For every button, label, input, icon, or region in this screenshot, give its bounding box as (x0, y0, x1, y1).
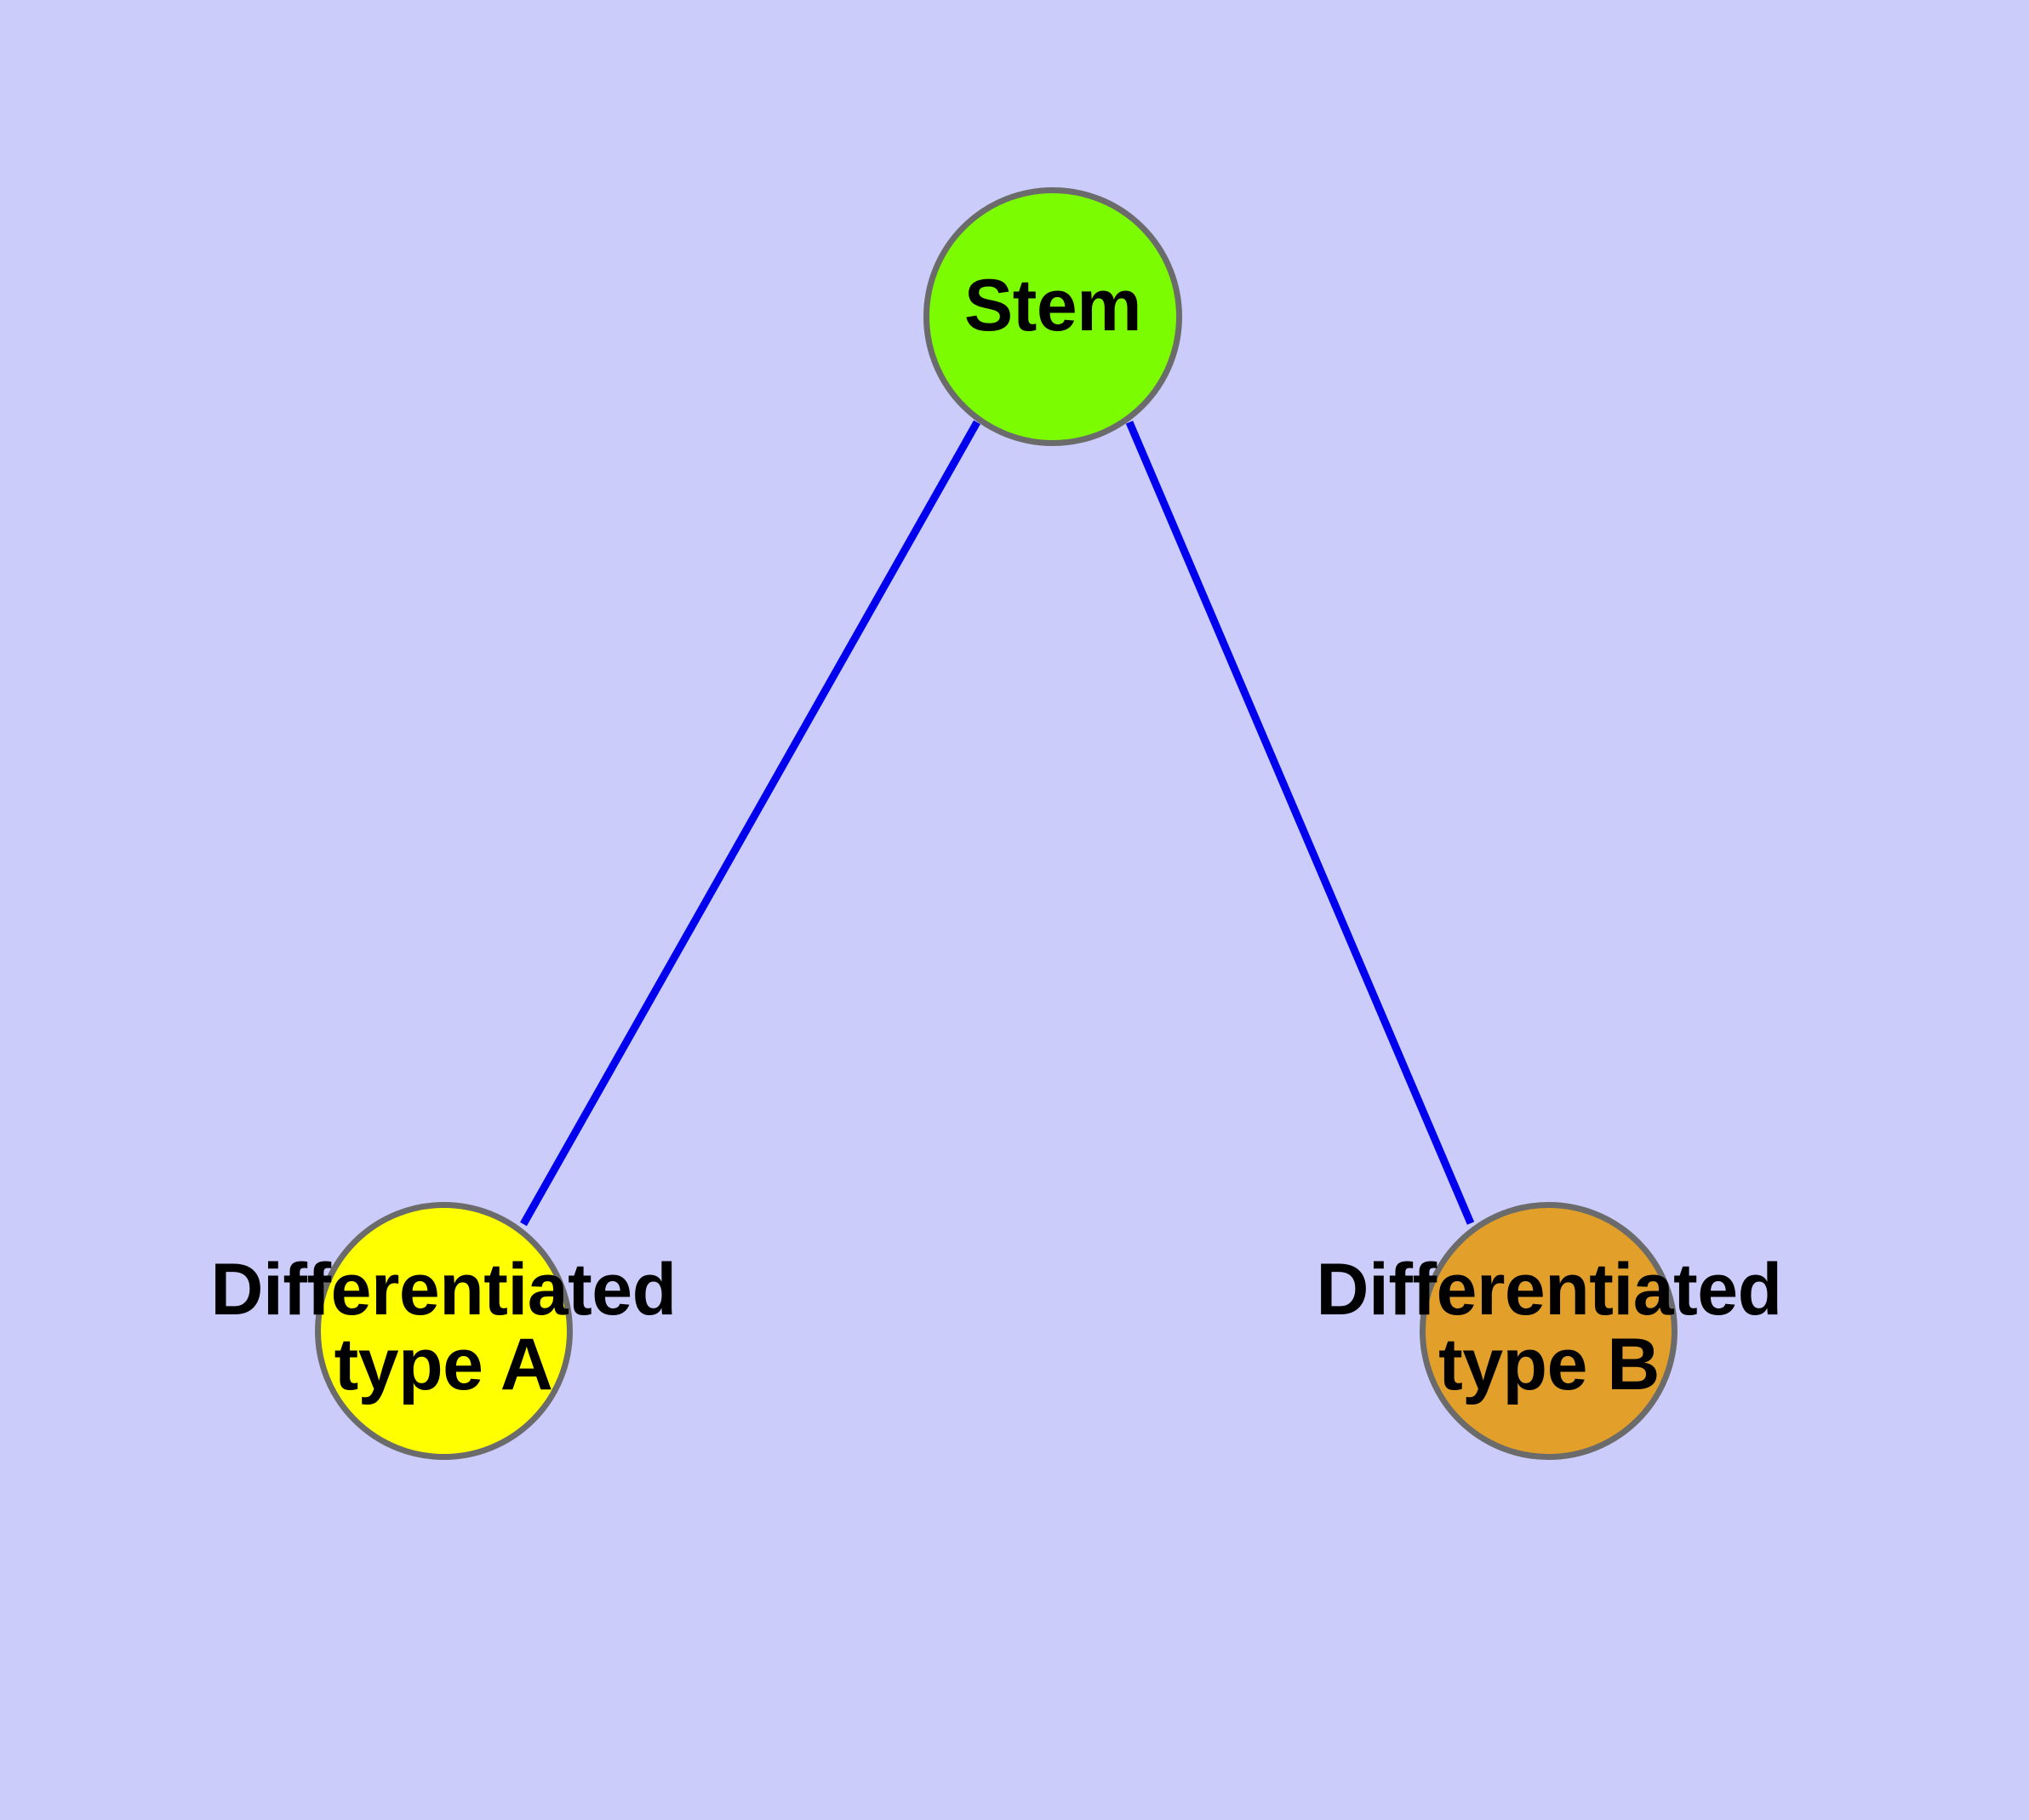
node-differentiated-type-b[interactable] (1420, 1202, 1677, 1460)
edge-stem-to-diff-b (1125, 421, 1475, 1225)
node-differentiated-type-a[interactable] (315, 1202, 573, 1460)
node-stem[interactable] (923, 187, 1182, 446)
edge-stem-to-diff-a (520, 420, 980, 1227)
